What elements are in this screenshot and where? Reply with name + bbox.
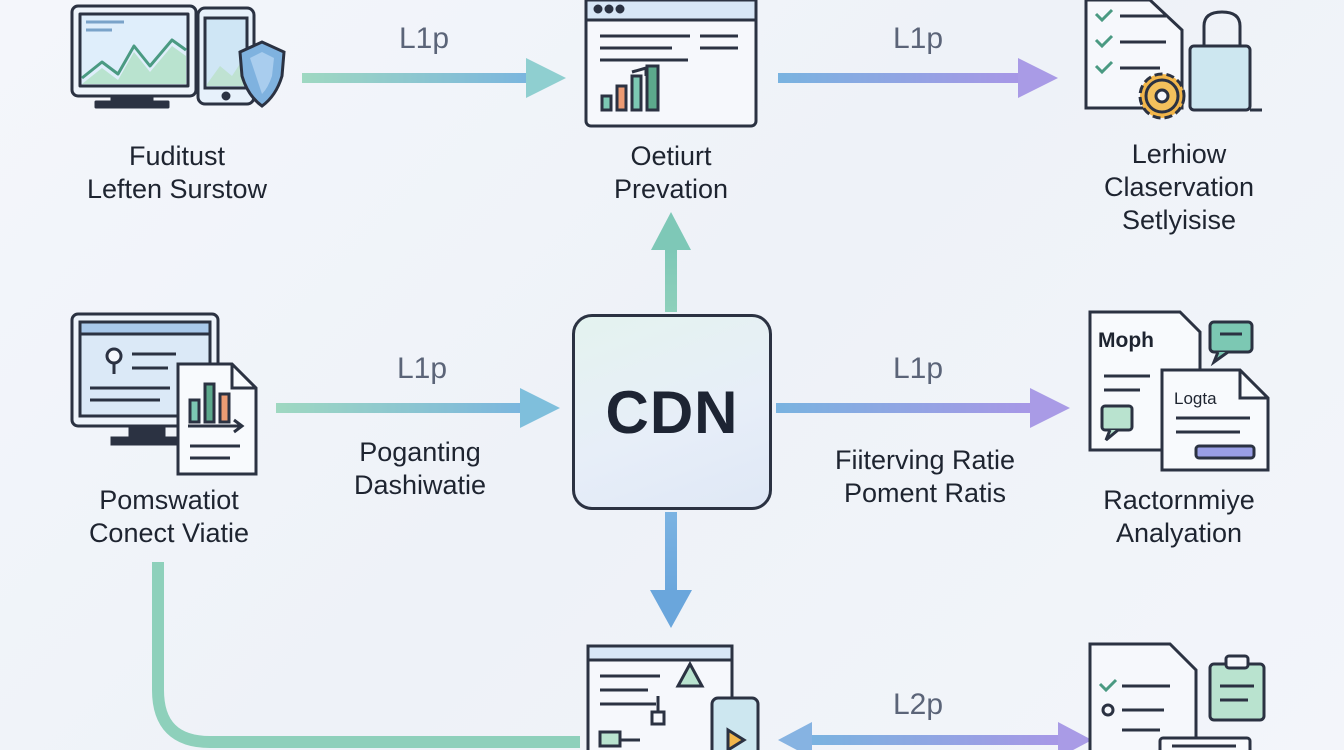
- shield-icon: [238, 40, 286, 108]
- mobile-device-icon: [710, 696, 760, 750]
- bottom-checklist-icon: [1088, 642, 1198, 750]
- edge-note-right-line2: Poment Ratis: [843, 478, 1007, 508]
- edge-label-bottom: L2p: [892, 688, 944, 721]
- edge-label-mid-left: L1p: [396, 352, 448, 385]
- edge-note-left: Poganting Dashiwatie: [300, 436, 540, 502]
- edge-label-top-right: L1p: [892, 22, 944, 55]
- edge-note-right: Fiiterving Ratie Poment Ratis: [790, 444, 1060, 510]
- monitor-chart-icon: [70, 4, 198, 109]
- edge-left-loop: [152, 562, 580, 748]
- mid-left-node-label: Pomswatiot Conect Viatie: [44, 484, 294, 550]
- edge-center-to-mid-right: [776, 388, 1070, 428]
- top-right-node-label: Lerhiow Claservation Setlyisise: [1054, 138, 1304, 237]
- edge-top-left-to-top-center: [302, 58, 566, 98]
- bottom-note-icon: [1158, 736, 1252, 750]
- top-left-node-label: Fuditust Leften Surstow: [52, 140, 302, 206]
- report-document-icon: [176, 362, 258, 476]
- chat-bubble-icon: [1208, 320, 1254, 367]
- top-center-label-line1: Oetiurt: [630, 141, 712, 171]
- cdn-node: CDN: [572, 314, 772, 510]
- clipboard-icon: [1208, 654, 1266, 722]
- gear-icon: [1138, 72, 1186, 120]
- edge-bottom-bidirectional: [778, 722, 1092, 750]
- edge-note-left-line2: Dashiwatie: [353, 470, 487, 500]
- edge-top-center-to-top-right: [778, 58, 1058, 98]
- edge-label-top-left: L1p: [398, 22, 450, 55]
- edge-note-left-line1: Poganting: [359, 437, 481, 467]
- top-left-label-line1: Fuditust: [128, 141, 226, 171]
- mid-left-label-line1: Pomswatiot: [99, 485, 239, 515]
- mid-right-label-line2: Analyation: [1115, 518, 1243, 548]
- browser-report-icon: [584, 0, 758, 128]
- edge-center-to-bottom: [650, 512, 692, 628]
- document-logta-icon: [1160, 368, 1270, 472]
- edge-label-mid-right: L1p: [892, 352, 944, 385]
- doc-moph-text: Moph: [1098, 329, 1154, 352]
- top-center-label-line2: Prevation: [613, 174, 729, 204]
- mid-left-label-line2: Conect Viatie: [88, 518, 250, 548]
- edge-center-to-top-center: [651, 212, 691, 312]
- top-right-label-line2: Claservation: [1103, 172, 1255, 202]
- edge-mid-left-to-center: [276, 388, 560, 428]
- lock-icon: [1188, 10, 1262, 112]
- doc-logta-text: Logta: [1174, 389, 1217, 408]
- top-center-node-label: Oetiurt Prevation: [556, 140, 786, 206]
- mid-right-label-line1: Ractornmiye: [1103, 485, 1255, 515]
- mid-right-node-label: Ractornmiye Analyation: [1054, 484, 1304, 550]
- top-left-label-line2: Leften Surstow: [86, 174, 268, 204]
- top-right-label-line1: Lerhiow: [1131, 139, 1227, 169]
- flowchart-document-icon: [586, 644, 734, 750]
- top-right-label-line3: Setlyisise: [1121, 205, 1237, 235]
- edge-note-right-line1: Fiiterving Ratie: [834, 445, 1016, 475]
- cdn-label: CDN: [605, 378, 739, 446]
